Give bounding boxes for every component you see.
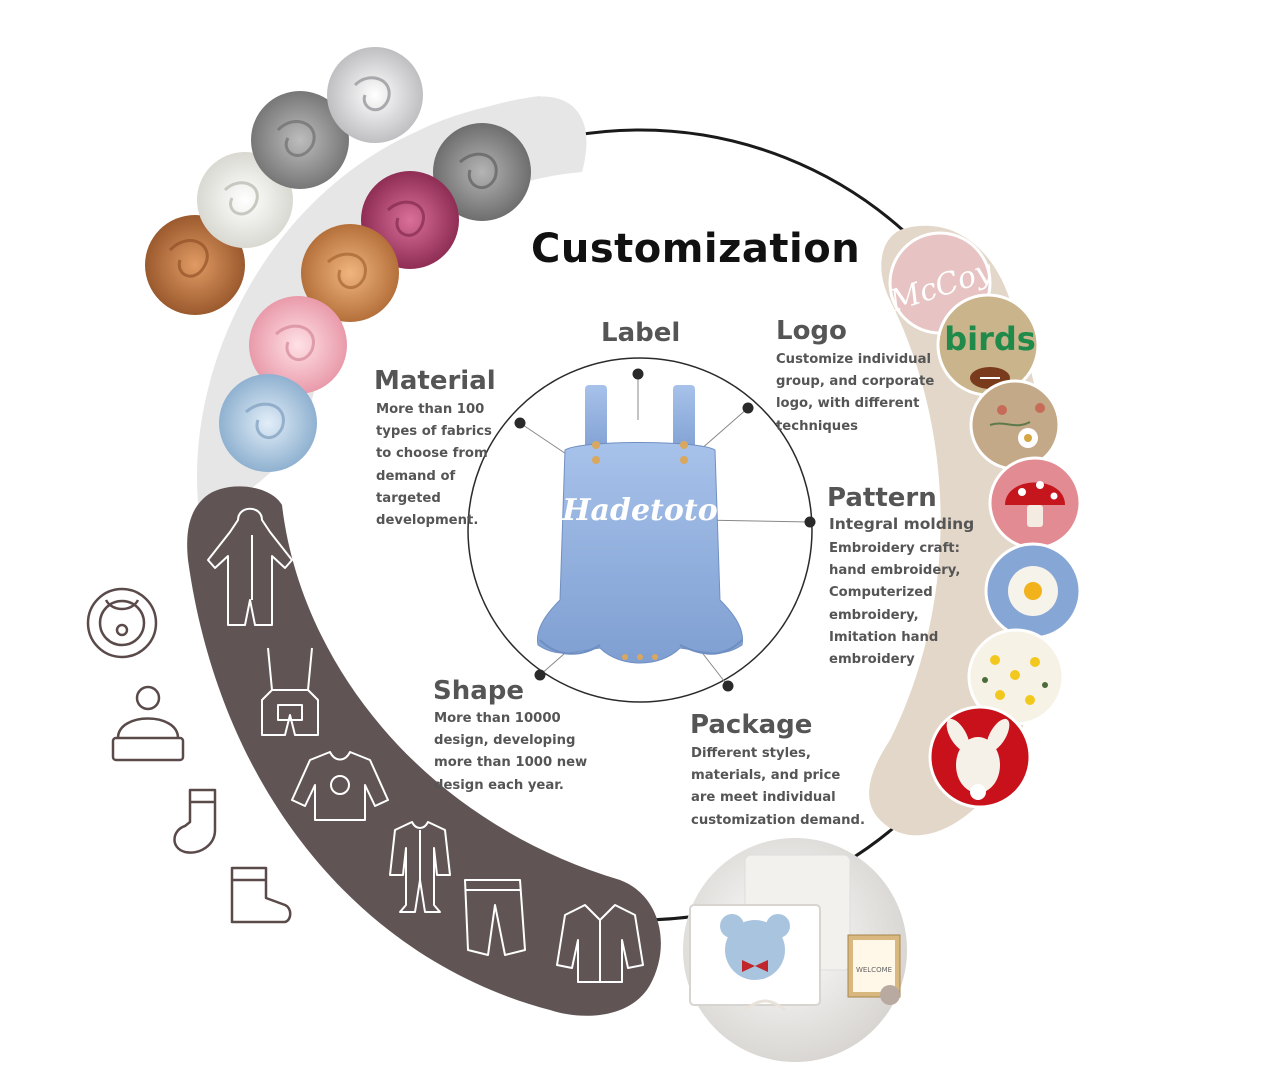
material-line: targeted (376, 490, 441, 506)
inner-ring-line (467, 357, 813, 703)
birds-patch-text: birds (944, 320, 1036, 358)
pattern-dot (804, 516, 816, 528)
embroidery-patches: McCoy birds (885, 231, 1082, 809)
grey-knit-fabric-icon (433, 123, 531, 221)
shape-line: more than 1000 new (434, 755, 588, 771)
pink-fabric-icon (249, 296, 347, 394)
material-line: More than 100 (376, 402, 485, 417)
bib-icon (86, 587, 158, 659)
shape-line: design, developing (434, 733, 576, 749)
package-description: Different styles, materials, and price a… (691, 743, 865, 832)
grey-fabric-icon (251, 91, 349, 189)
sweater-icon (291, 751, 389, 821)
shape-description: More than 10000 design, developing more … (434, 708, 587, 797)
knit-romper-product: Hadetoto (536, 385, 744, 664)
package-line: Different styles, (691, 746, 811, 761)
package-dot (722, 680, 734, 692)
pattern-line: Imitation hand (829, 629, 939, 645)
material-line: development. (376, 513, 479, 529)
pattern-heading: Pattern (827, 483, 937, 513)
pattern-subheading: Integral molding (829, 515, 975, 533)
package-line: customization demand. (691, 812, 865, 828)
page-title: Customization (531, 226, 861, 272)
bunny-patch-icon (928, 705, 1032, 809)
logo-line: Customize individual (776, 352, 931, 367)
material-heading: Material (374, 366, 496, 396)
fabric-swatches (145, 47, 531, 472)
shirt-icon (556, 904, 644, 983)
pattern-description: Embroidery craft: hand embroidery, Compu… (829, 538, 960, 671)
logo-dot (742, 402, 754, 414)
package-heading: Package (690, 710, 813, 740)
material-dot (514, 417, 526, 429)
hooded-romper-icon (207, 507, 293, 626)
inner-diagram (467, 357, 816, 703)
white-fleece-fabric-icon (327, 47, 423, 143)
material-line: demand of (376, 468, 456, 484)
pattern-line: embroidery (829, 652, 915, 668)
birds-football-patch-icon: birds (936, 293, 1040, 397)
package-line: are meet individual (691, 790, 836, 806)
romper-embroidery-text: Hadetoto (561, 493, 718, 528)
logo-line: techniques (776, 418, 858, 434)
shape-band (187, 486, 661, 1016)
pattern-line: Embroidery craft: (829, 541, 960, 556)
accessory-icons (86, 587, 292, 924)
floral-patch-icon (969, 379, 1061, 471)
blue-fabric-icon (219, 374, 317, 472)
sock-icon (173, 788, 217, 854)
material-line: types of fabrics (376, 424, 492, 440)
material-line: to choose from (376, 446, 488, 462)
shape-heading: Shape (433, 676, 525, 706)
package-photo: WELCOME (683, 838, 907, 1062)
pattern-line: embroidery, (829, 607, 919, 623)
pants-icon (464, 879, 526, 956)
logo-line: logo, with different (776, 396, 920, 412)
label-dot (632, 368, 644, 380)
garment-icons (207, 507, 644, 983)
shape-line: More than 10000 (434, 711, 561, 726)
boot-icon (230, 866, 292, 924)
logo-heading: Logo (776, 316, 847, 346)
package-card-text: WELCOME (856, 966, 892, 974)
footed-sleeper-icon (389, 821, 451, 913)
logo-description: Customize individual group, and corporat… (776, 349, 934, 438)
pattern-line: Computerized (829, 585, 933, 601)
label-heading: Label (601, 318, 681, 348)
material-description: More than 100 types of fabrics to choose… (376, 399, 492, 532)
overalls-icon (261, 647, 319, 736)
pattern-line: hand embroidery, (829, 563, 961, 579)
logo-line: group, and corporate (776, 374, 935, 390)
package-line: materials, and price (691, 768, 841, 784)
shape-line: design each year. (434, 777, 564, 793)
mushroom-patch-icon (988, 456, 1082, 550)
tan-fabric-icon (301, 224, 399, 322)
daisy-patch-icon (984, 542, 1082, 640)
shape-dot (534, 669, 546, 681)
beanie-icon (111, 685, 185, 762)
